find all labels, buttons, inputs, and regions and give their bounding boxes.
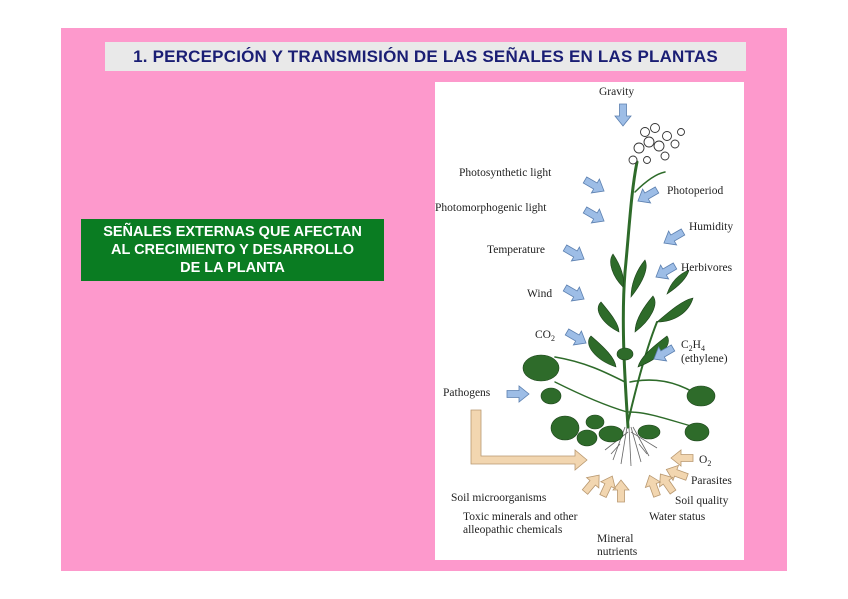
plant-stems: [554, 160, 696, 429]
label-parasites: Parasites: [691, 475, 732, 487]
label-humidity: Humidity: [689, 221, 733, 233]
label-alleopathic-chemicals: alleopathic chemicals: [463, 524, 563, 536]
label-gravity: Gravity: [599, 86, 634, 98]
plant-diagram: Gravity Photosynthetic light Photomorpho…: [435, 86, 733, 558]
label-photoperiod: Photoperiod: [667, 185, 723, 197]
signals-box-line-1: SEÑALES EXTERNAS QUE AFECTAN: [103, 224, 362, 240]
slide-title: 1. PERCEPCIÓN Y TRANSMISIÓN DE LAS SEÑAL…: [105, 42, 746, 71]
label-herbivores: Herbivores: [681, 262, 733, 274]
plant-flowers: [628, 123, 685, 165]
label-toxic-minerals: Toxic minerals and other: [463, 511, 578, 523]
label-o2: O2: [699, 454, 711, 468]
label-co2: CO2: [535, 329, 555, 343]
figure-labels: Gravity Photosynthetic light Photomorpho…: [435, 86, 733, 558]
signals-box: SEÑALES EXTERNAS QUE AFECTAN AL CRECIMIE…: [81, 219, 384, 281]
label-wind: Wind: [527, 288, 552, 300]
label-nutrients: nutrients: [597, 546, 638, 558]
signals-box-line-2: AL CRECIMIENTO Y DESARROLLO: [110, 242, 355, 258]
label-soil-quality: Soil quality: [675, 495, 729, 507]
label-c2h4: C2H4: [681, 339, 705, 353]
label-ethylene: (ethylene): [681, 353, 728, 365]
plant-signals-figure: Gravity Photosynthetic light Photomorpho…: [435, 82, 744, 560]
signal-arrows-tan: [470, 409, 694, 503]
label-photosynthetic-light: Photosynthetic light: [459, 167, 552, 179]
label-photomorphogenic-light: Photomorphogenic light: [435, 202, 547, 214]
slide-title-text: 1. PERCEPCIÓN Y TRANSMISIÓN DE LAS SEÑAL…: [133, 46, 718, 66]
label-water-status: Water status: [649, 511, 706, 523]
label-pathogens: Pathogens: [443, 387, 491, 399]
label-temperature: Temperature: [487, 244, 545, 256]
signals-box-line-3: DE LA PLANTA: [180, 260, 285, 276]
label-soil-microorganisms: Soil microorganisms: [451, 492, 547, 504]
label-mineral: Mineral: [597, 533, 633, 545]
plant-leaves: [522, 253, 716, 447]
